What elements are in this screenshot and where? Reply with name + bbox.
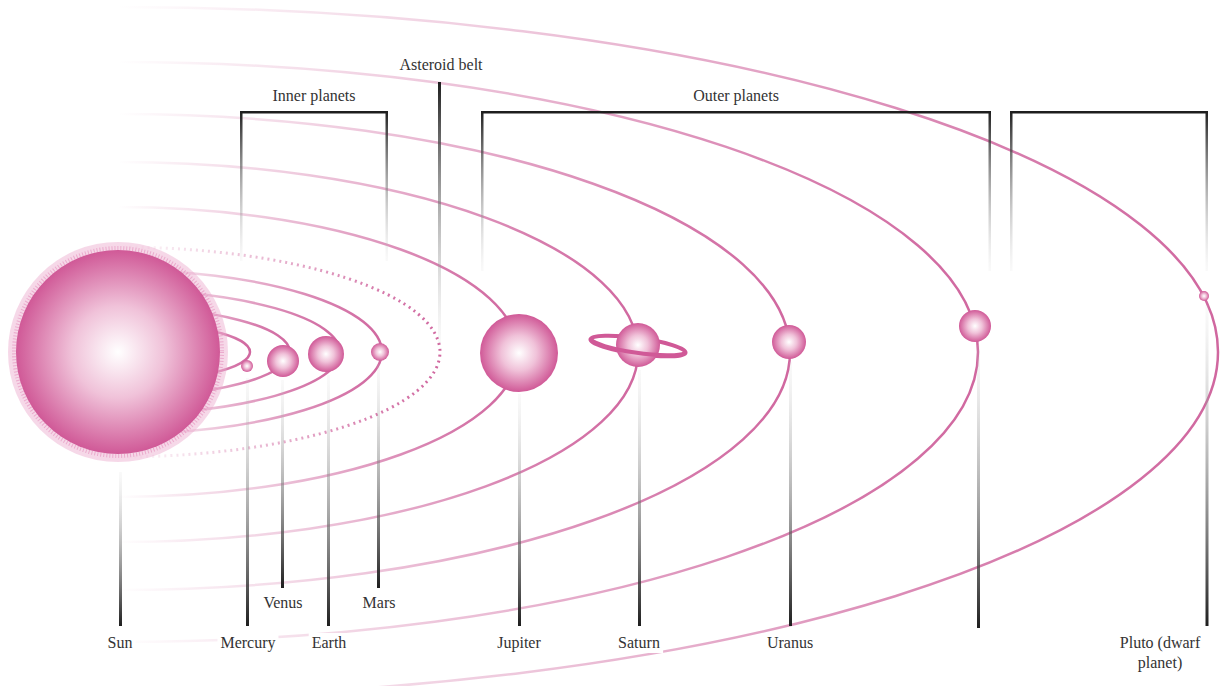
dwarf-bracket-leg — [1010, 111, 1013, 271]
body-label: Pluto (dwarf planet) — [1102, 633, 1218, 673]
uranus-planet — [772, 325, 806, 359]
sun-corona — [14, 248, 222, 456]
body-label: Uranus — [764, 633, 816, 653]
inner-bracket-leg — [240, 111, 243, 261]
inner-bracket-leg — [386, 111, 389, 261]
mars-leader — [377, 364, 380, 588]
orbits — [118, 7, 1218, 686]
sun-disc — [16, 250, 220, 454]
outer-bracket-bar — [481, 111, 991, 114]
uranus-leader — [789, 362, 792, 626]
body-label: Sun — [105, 633, 136, 653]
jupiter-planet — [480, 314, 558, 392]
saturn-planet — [616, 323, 660, 367]
body-label: Earth — [309, 633, 350, 653]
pluto-planet — [1199, 291, 1209, 301]
earth-leader — [327, 375, 330, 626]
body-label: Jupiter — [494, 633, 544, 653]
neptune-orbit — [118, 62, 978, 642]
outer-bracket-leg — [989, 111, 992, 271]
mars-planet — [371, 343, 389, 361]
inner-bracket-bar — [240, 111, 388, 114]
group-label: Outer planets — [690, 86, 782, 106]
dwarf-bracket-bar — [1010, 111, 1208, 114]
dwarf-bracket-leg — [1206, 111, 1209, 271]
venus-leader — [281, 380, 284, 588]
neptune-planet — [959, 310, 991, 342]
saturn-ring-front — [591, 339, 685, 355]
pluto-leader — [1206, 305, 1209, 626]
sun-leader — [119, 472, 122, 626]
brackets — [240, 82, 1208, 344]
mercury-leader — [246, 378, 249, 626]
earth-planet — [308, 336, 344, 372]
asteroid-belt-leader — [438, 82, 441, 344]
venus-planet — [267, 345, 299, 377]
sun-glow — [8, 242, 228, 462]
body-label: Mars — [360, 593, 399, 613]
outer-bracket-leg — [481, 111, 484, 271]
jupiter-leader — [518, 394, 521, 626]
neptune-leader — [977, 345, 980, 628]
leader-lines — [119, 305, 1209, 628]
group-label: Inner planets — [269, 86, 358, 106]
group-label: Asteroid belt — [396, 55, 485, 75]
saturn-leader — [638, 370, 641, 626]
pluto-orbit — [118, 7, 1218, 686]
mercury-planet — [241, 360, 253, 372]
body-label: Saturn — [615, 633, 663, 653]
body-label: Venus — [260, 593, 305, 613]
body-label: Mercury — [217, 633, 278, 653]
